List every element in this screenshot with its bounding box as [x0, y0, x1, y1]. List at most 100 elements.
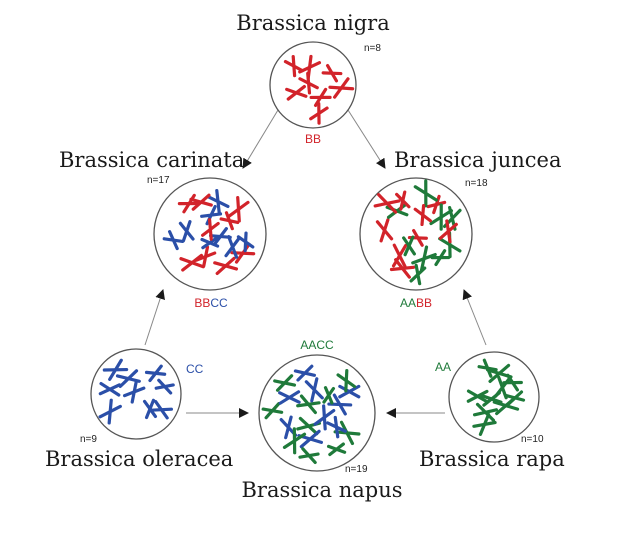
chromosome: [296, 394, 321, 415]
chromosome-count-rapa: n=10: [521, 434, 544, 445]
genome-part-juncea-2: BB: [416, 296, 432, 310]
edge-rapa-to-juncea: [462, 289, 487, 346]
genome-part-carinata-1: BB: [194, 296, 210, 310]
node-napus: AACC n=19 Brassica napus: [241, 338, 402, 502]
chromosome: [411, 245, 437, 272]
chromosome: [395, 190, 411, 211]
genome-part-napus-1: AA: [300, 338, 316, 352]
species-name-nigra: Brassica nigra: [236, 11, 389, 35]
chromosome: [298, 447, 320, 464]
chromosomes-rapa: [466, 358, 526, 436]
chromosome: [309, 102, 329, 125]
chromosome-count-carinata: n=17: [147, 175, 170, 186]
edges: [144, 109, 487, 418]
chromosome: [472, 412, 497, 436]
chromosome: [326, 415, 347, 439]
chromosome: [98, 398, 122, 425]
chromosomes-juncea: [373, 179, 462, 286]
chromosome: [304, 377, 324, 403]
chromosome: [326, 442, 347, 457]
chromosome: [273, 374, 297, 392]
species-name-oleracea: Brassica oleracea: [45, 447, 233, 471]
chromosome: [472, 402, 499, 422]
chromosome-count-juncea: n=18: [465, 178, 488, 189]
chromosome: [189, 193, 213, 211]
chromosome: [293, 364, 316, 382]
chromosome: [492, 396, 520, 416]
genome-part-oleracea-1: CC: [186, 362, 204, 376]
node-nigra: Brassica nigra n=8 BB: [236, 11, 389, 146]
chromosome: [313, 404, 336, 431]
genome-part-nigra-1: BB: [305, 132, 321, 146]
chromosome: [149, 399, 173, 420]
genome-label-nigra: BB: [305, 132, 321, 146]
chromosome: [322, 386, 336, 405]
chromosome-count-napus: n=19: [345, 464, 368, 475]
chromosome: [102, 358, 129, 381]
genome-label-carinata: BBCC: [194, 296, 228, 310]
chromosome: [466, 389, 489, 404]
chromosome: [227, 196, 250, 223]
genome-part-napus-2: CC: [316, 338, 334, 352]
species-name-juncea: Brassica juncea: [394, 148, 562, 172]
chromosome: [391, 243, 408, 268]
chromosome-count-nigra: n=8: [364, 43, 381, 54]
chromosome: [122, 380, 146, 404]
chromosome: [480, 391, 503, 407]
node-oleracea: CC n=9 Brassica oleracea: [45, 348, 233, 471]
chromosome: [375, 218, 394, 243]
chromosome: [142, 398, 158, 420]
chromosome: [283, 54, 304, 78]
chromosome: [261, 402, 284, 420]
chromosome: [336, 369, 357, 393]
chromosome: [278, 390, 301, 405]
chromosome: [178, 220, 195, 243]
chromosome: [373, 193, 401, 214]
chromosome: [438, 219, 458, 244]
genome-part-juncea-1: AA: [400, 296, 416, 310]
edge-oleracea-to-carinata: [144, 289, 165, 346]
chromosome: [402, 235, 416, 257]
chromosome: [430, 249, 451, 267]
species-name-napus: Brassica napus: [241, 478, 402, 502]
chromosome: [206, 189, 230, 215]
edge-nigra-to-carinata: [242, 109, 279, 169]
chromosome: [282, 427, 307, 455]
chromosome: [333, 420, 361, 446]
chromosome: [426, 194, 447, 215]
node-juncea: Brassica juncea n=18 AABB: [359, 148, 562, 310]
chromosome: [224, 235, 241, 259]
chromosome: [338, 384, 361, 399]
genome-label-napus: AACC: [300, 338, 334, 352]
chromosome: [194, 245, 217, 268]
chromosome: [236, 231, 255, 253]
node-rapa: AA n=10 Brassica rapa: [419, 351, 565, 471]
chromosome: [413, 203, 432, 227]
chromosome: [219, 211, 240, 231]
cell-oleracea: [90, 348, 182, 440]
chromosome: [285, 84, 308, 101]
chromosomes-carinata: [162, 189, 256, 276]
genome-label-juncea: AABB: [400, 296, 432, 310]
chromosomes-oleracea: [98, 358, 175, 425]
chromosome: [389, 258, 416, 279]
chromosome: [213, 256, 239, 276]
chromosome: [201, 218, 220, 241]
node-carinata: Brassica carinata n=17 BBCC: [59, 148, 267, 310]
chromosome: [328, 77, 355, 99]
chromosome: [309, 87, 332, 107]
chromosomes-nigra: [283, 54, 355, 125]
chromosome: [154, 378, 175, 395]
chromosomes-napus: [261, 364, 361, 464]
chromosome: [477, 358, 498, 378]
chromosome: [208, 227, 232, 246]
chromosome: [429, 203, 454, 231]
chromosome: [162, 230, 185, 251]
chromosome: [413, 179, 438, 208]
edge-nigra-to-juncea: [347, 109, 386, 169]
chromosome: [200, 236, 220, 250]
genome-part-carinata-2: CC: [210, 296, 228, 310]
chromosome: [298, 71, 319, 95]
chromosome: [486, 363, 513, 383]
